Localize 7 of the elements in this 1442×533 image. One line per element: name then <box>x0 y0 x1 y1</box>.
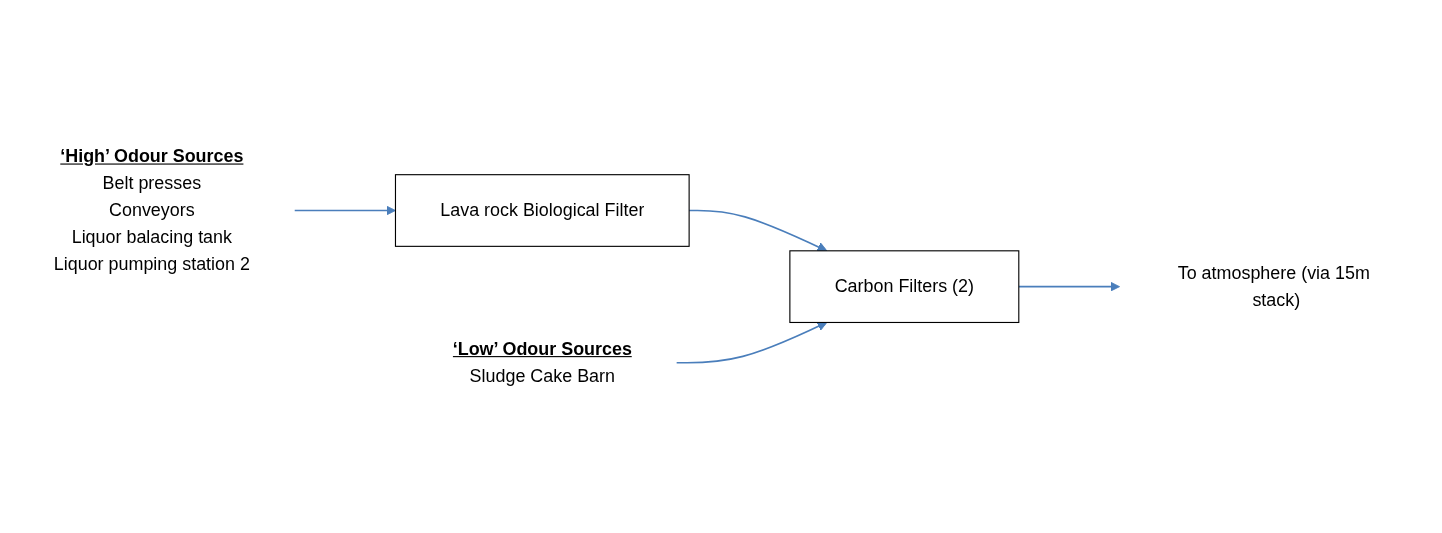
arrow <box>675 321 828 364</box>
node-text: ‘High’ Odour Sources Belt presses Conveyors Liquor balacing tank Liquor pumping station 2 <box>53 146 250 274</box>
node-text: ‘Low’ Odour Sources Sludge Cake Barn <box>452 339 632 386</box>
node-box: Lava rock Biological Filter <box>394 174 690 247</box>
node-text: To atmosphere (via 15m stack) <box>1177 263 1370 310</box>
arrow <box>293 205 396 216</box>
node-box: Carbon Filters (2) <box>789 250 1020 324</box>
